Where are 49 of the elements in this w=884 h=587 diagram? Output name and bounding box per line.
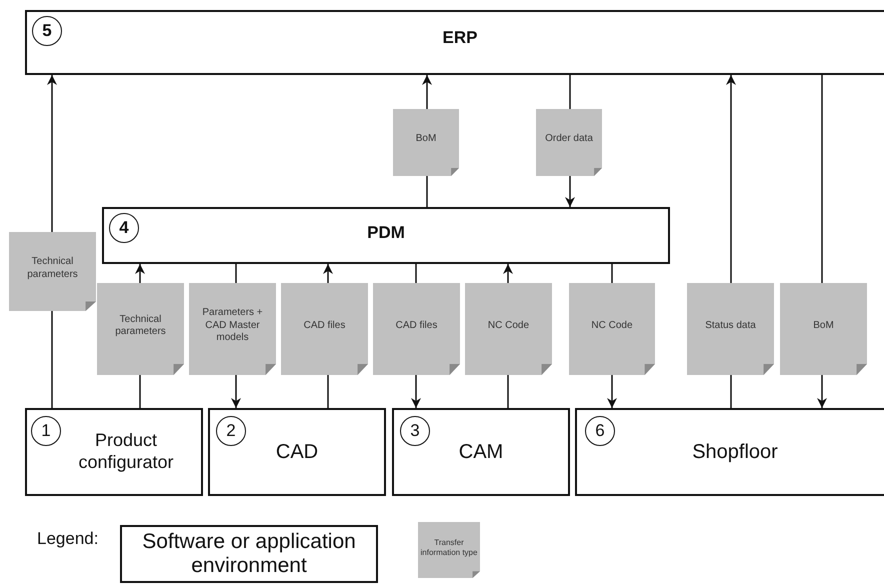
application-box	[102, 207, 670, 264]
step-number: 5	[42, 21, 52, 41]
step-circle	[585, 416, 615, 446]
arrow	[231, 375, 241, 408]
information-type: Parameters + CAD Master models	[201, 307, 264, 345]
system-name: Shopfloor	[692, 440, 778, 464]
arrow	[607, 375, 617, 408]
legend-text: Software or application environment	[141, 530, 357, 578]
system-name: Product configurator	[77, 430, 175, 474]
arrow	[411, 375, 421, 408]
information-type: CAD files	[304, 320, 346, 332]
step-number: 2	[226, 421, 236, 441]
application-box	[575, 408, 884, 496]
step-number: 6	[595, 421, 605, 441]
arrow	[817, 375, 827, 408]
arrow	[422, 75, 432, 109]
step-circle	[32, 16, 62, 46]
information-type: BoM	[813, 320, 834, 332]
information-type: Order data	[545, 133, 593, 146]
application-box	[208, 408, 386, 496]
system-name: CAM	[458, 440, 504, 464]
step-circle	[109, 213, 139, 243]
step-number: 3	[410, 421, 420, 441]
step-number: 4	[119, 218, 129, 238]
arrow	[47, 75, 57, 232]
arrow	[323, 264, 333, 283]
step-circle	[31, 416, 61, 446]
application-box	[392, 408, 570, 496]
arrow	[565, 176, 575, 207]
legend-text: Transfer information type	[420, 538, 478, 558]
information-type: Status data	[705, 320, 756, 332]
information-type: Technical parameters	[114, 314, 167, 338]
step-circle	[216, 416, 246, 446]
arrow	[726, 75, 736, 283]
system-name: CAD	[276, 440, 318, 464]
system-name: PDM	[367, 223, 405, 244]
application-box	[25, 10, 884, 75]
information-type: BoM	[416, 133, 436, 146]
information-type: NC Code	[591, 320, 633, 332]
step-circle	[400, 416, 430, 446]
information-type: Technical parameters	[26, 256, 79, 281]
system-name: ERP	[442, 28, 478, 48]
information-type: NC Code	[488, 320, 530, 332]
legend-heading: Legend:	[37, 529, 98, 549]
arrow	[135, 264, 145, 283]
information-type: CAD files	[396, 320, 438, 332]
step-number: 1	[41, 421, 51, 441]
application-box	[25, 408, 203, 496]
arrow	[503, 264, 513, 283]
